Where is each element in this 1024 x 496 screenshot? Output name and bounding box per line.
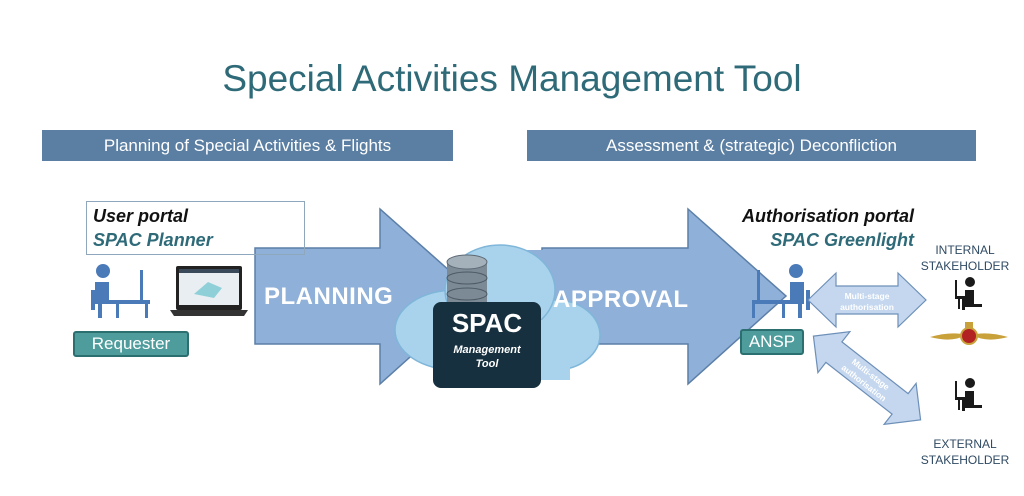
authorisation-portal-label: Authorisation portal bbox=[742, 206, 914, 226]
external-stakeholder-label: EXTERNAL STAKEHOLDER bbox=[920, 437, 1010, 467]
approval-label: APPROVAL bbox=[553, 286, 689, 313]
internal-stakeholder-label: INTERNAL STAKEHOLDER bbox=[920, 243, 1010, 273]
person-at-desk-icon bbox=[91, 264, 150, 318]
planning-phase-bar: Planning of Special Activities & Flights bbox=[42, 130, 453, 161]
person-at-desk-icon bbox=[955, 378, 982, 411]
insignia-icon bbox=[930, 322, 1008, 345]
user-portal-label: User portal bbox=[93, 206, 189, 226]
spac-name: SPAC bbox=[451, 308, 523, 338]
user-portal-box bbox=[86, 201, 305, 255]
spac-box bbox=[433, 302, 541, 388]
ansp-chip: ANSP bbox=[740, 329, 804, 355]
spac-greenlight-label: SPAC Greenlight bbox=[770, 230, 914, 250]
planning-label: PLANNING bbox=[264, 283, 394, 310]
external-double-arrow bbox=[812, 330, 922, 426]
assessment-phase-bar: Assessment & (strategic) Deconfliction bbox=[527, 130, 976, 161]
laptop-icon bbox=[170, 266, 248, 316]
person-at-desk-icon bbox=[955, 277, 982, 310]
spac-sub-management: Management bbox=[453, 344, 521, 356]
spac-sub-tool: Tool bbox=[475, 358, 499, 370]
internal-double-arrow bbox=[807, 271, 927, 329]
multistage-label-internal: Multi-stage authorisation bbox=[840, 291, 894, 312]
page-title: Special Activities Management Tool bbox=[222, 58, 802, 99]
requester-chip: Requester bbox=[73, 331, 189, 357]
spac-planner-label: SPAC Planner bbox=[93, 230, 213, 250]
